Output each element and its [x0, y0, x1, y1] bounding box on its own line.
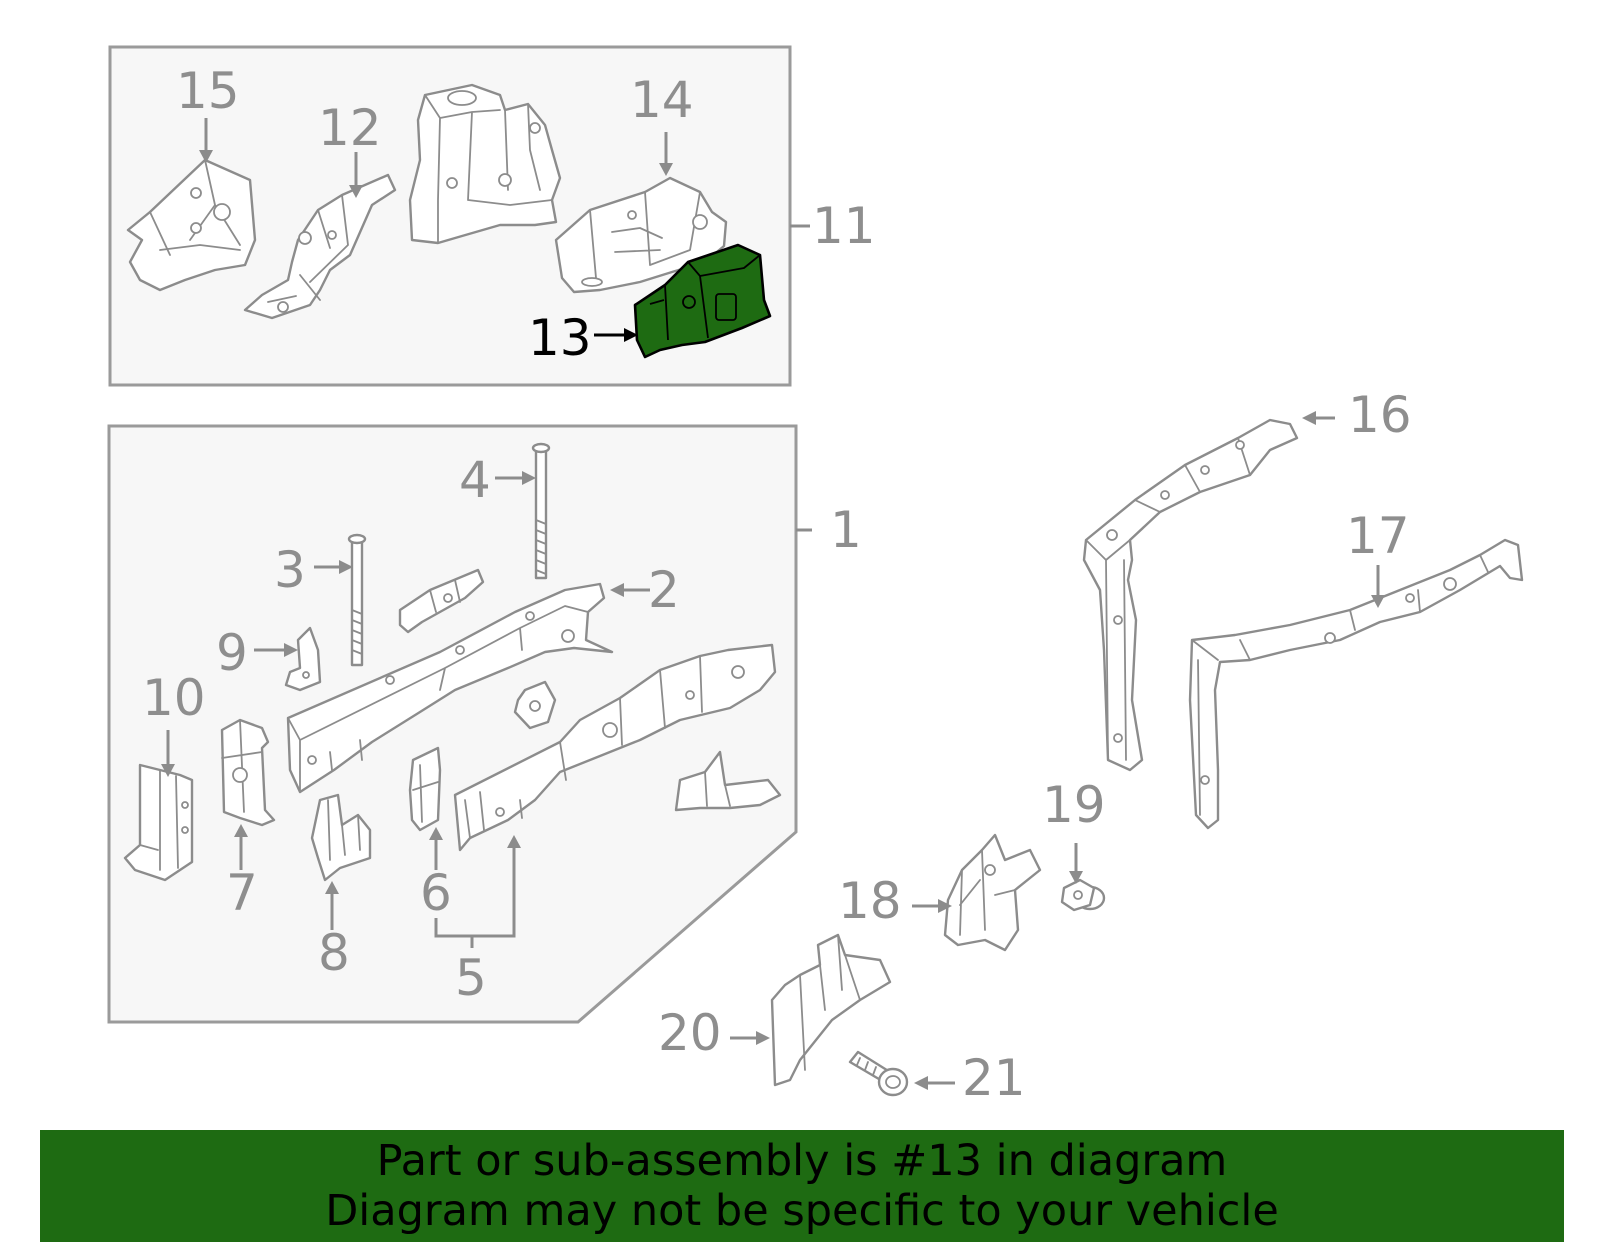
part-20-bracket[interactable]: [770, 933, 892, 1087]
callout-12[interactable]: 12: [318, 99, 382, 157]
callout-15[interactable]: 15: [176, 62, 240, 120]
leader-lines: [161, 118, 1385, 1090]
callout-2[interactable]: 2: [648, 561, 680, 619]
part-7[interactable]: [220, 718, 276, 827]
part-5-frame-rail[interactable]: [453, 643, 777, 852]
part-9[interactable]: [284, 626, 322, 692]
part-18-bracket[interactable]: [943, 833, 1042, 952]
callout-16[interactable]: 16: [1348, 386, 1412, 444]
callout-3[interactable]: 3: [274, 541, 306, 599]
callout-1[interactable]: 1: [830, 501, 862, 559]
callout-10[interactable]: 10: [142, 669, 206, 727]
subassembly-1-box: [107, 424, 798, 1024]
callout-19[interactable]: 19: [1042, 776, 1106, 834]
part-12[interactable]: [243, 173, 397, 320]
part-14[interactable]: [554, 176, 728, 294]
part-21-bolt[interactable]: [848, 1050, 909, 1097]
banner-line-2: Diagram may not be specific to your vehi…: [325, 1186, 1279, 1236]
part-unlabeled-mount[interactable]: [513, 680, 557, 730]
callout-9[interactable]: 9: [216, 624, 248, 682]
callout-5[interactable]: 5: [455, 949, 487, 1007]
callout-14[interactable]: 14: [630, 71, 694, 129]
part-19-clip[interactable]: [1060, 878, 1106, 912]
part-15[interactable]: [126, 158, 257, 292]
callout-13[interactable]: 13: [528, 309, 592, 367]
part-17-tie-bar[interactable]: [1188, 538, 1524, 830]
callout-17[interactable]: 17: [1346, 507, 1410, 565]
callout-7[interactable]: 7: [226, 864, 258, 922]
part-8[interactable]: [310, 793, 372, 882]
info-banner: Part or sub-assembly is #13 in diagram D…: [40, 1130, 1564, 1242]
part-13-highlighted[interactable]: [633, 243, 772, 359]
banner-line-1: Part or sub-assembly is #13 in diagram: [376, 1136, 1228, 1186]
part-unlabeled-top[interactable]: [408, 83, 562, 245]
part-4-bolt[interactable]: [531, 442, 551, 580]
part-unlabeled-bracket-a[interactable]: [398, 568, 485, 634]
callout-8[interactable]: 8: [318, 924, 350, 982]
part-unlabeled-bracket-b[interactable]: [674, 750, 782, 812]
callout-6[interactable]: 6: [420, 864, 452, 922]
part-16-tie-bar[interactable]: [1082, 418, 1299, 772]
part-2-frame-rail[interactable]: [286, 582, 614, 794]
part-6[interactable]: [408, 746, 442, 832]
callout-20[interactable]: 20: [658, 1004, 722, 1062]
callout-4[interactable]: 4: [459, 451, 491, 509]
callout-18[interactable]: 18: [838, 872, 902, 930]
part-10[interactable]: [123, 763, 194, 882]
callout-21[interactable]: 21: [962, 1049, 1026, 1107]
part-3-bolt[interactable]: [347, 533, 367, 667]
callout-11[interactable]: 11: [812, 197, 876, 255]
